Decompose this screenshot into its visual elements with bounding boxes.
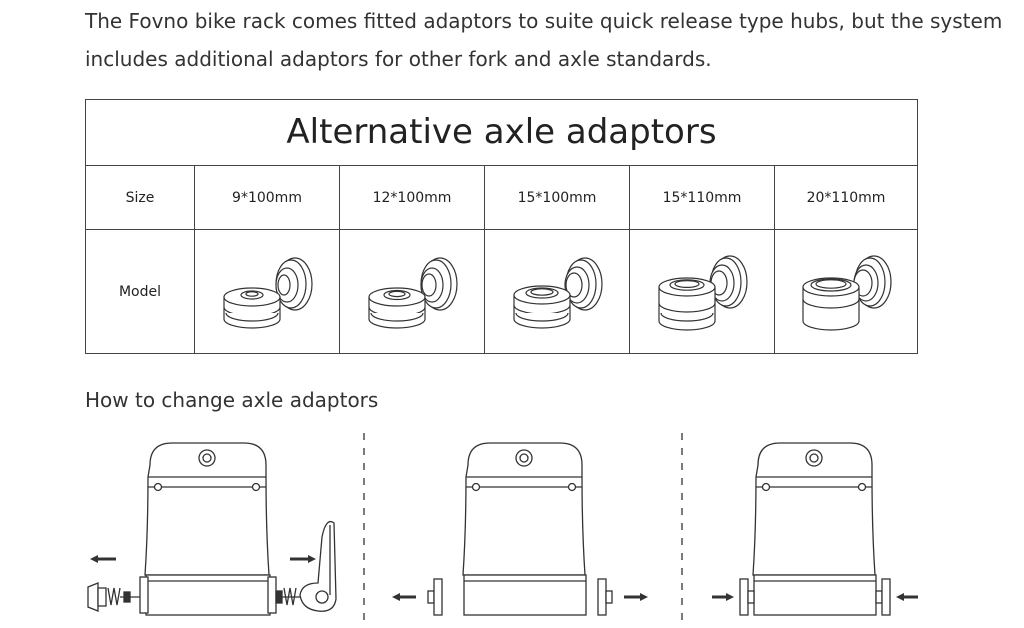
size-row: Size 9*100mm 12*100mm 15*100mm 15*110mm … [86,166,917,230]
intro-line-1: The Fovno bike rack comes fitted adaptor… [85,9,1003,33]
adaptor-15x100-image [513,256,603,329]
step-1-remove-diagram [87,442,337,616]
model-cell [484,230,629,353]
intro-line-2: includes additional adaptors for other f… [85,47,712,71]
how-to-heading: How to change axle adaptors [85,388,379,412]
size-cell: 15*110mm [629,166,774,229]
adaptor-9x100-image [223,256,313,329]
size-cell: 15*100mm [484,166,629,229]
size-cell: 9*100mm [194,166,339,229]
steps-diagram [87,433,918,628]
size-cell: 12*100mm [339,166,484,229]
size-cell: 20*110mm [774,166,917,229]
size-label: Size [125,189,155,206]
model-cell [194,230,339,353]
step-2-pull-diagram [392,442,648,616]
adaptor-15x110-image [658,254,748,331]
model-cell [629,230,774,353]
model-label: Model [118,283,162,300]
model-cell [339,230,484,353]
adaptor-12x100-image [368,256,458,329]
adaptor-table: Alternative axle adaptors Size 9*100mm 1… [85,99,918,354]
table-title: Alternative axle adaptors [86,100,917,166]
adaptor-20x110-image [802,254,892,331]
model-row: Model [86,230,917,353]
step-3-insert-diagram [712,442,918,616]
model-cell [774,230,917,353]
